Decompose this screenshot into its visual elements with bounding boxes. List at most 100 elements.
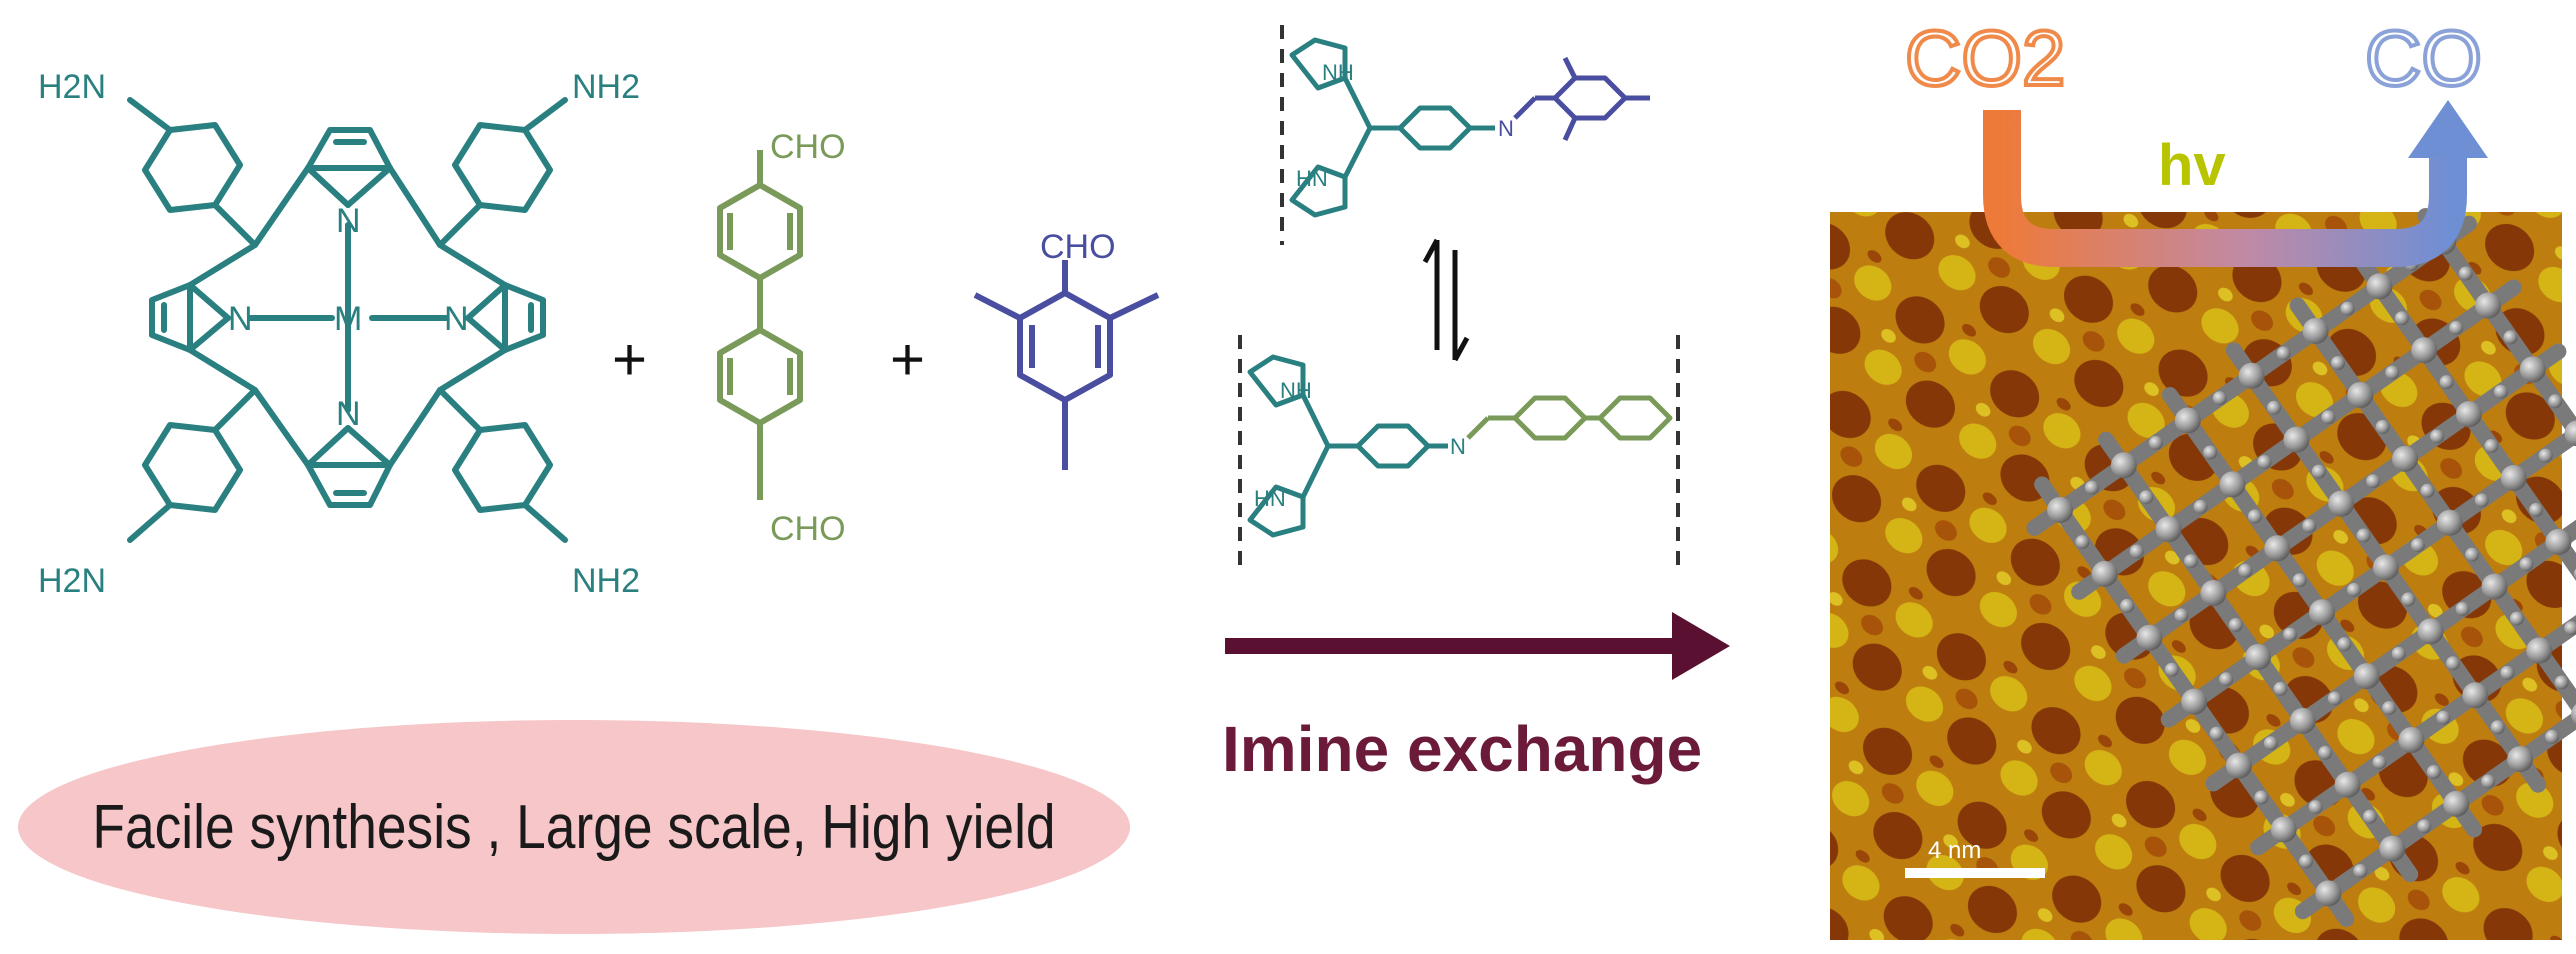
lattice-node bbox=[2391, 646, 2406, 661]
lattice-node bbox=[2193, 499, 2208, 514]
lattice-node bbox=[2356, 528, 2371, 543]
afm-image: 4 nm bbox=[1830, 208, 2576, 940]
lattice-node bbox=[2410, 538, 2425, 553]
lattice-node bbox=[2155, 516, 2182, 543]
lattice-node bbox=[2148, 435, 2163, 450]
lattice-node bbox=[2465, 547, 2480, 562]
lattice-node bbox=[2327, 691, 2342, 706]
lattice-node bbox=[2247, 509, 2262, 524]
lattice-node bbox=[2174, 608, 2189, 623]
imine-scheme-top: NH HN N bbox=[1280, 25, 1650, 245]
scheme-top-imine-n: N bbox=[1498, 116, 1514, 141]
lattice-node bbox=[2136, 624, 2163, 651]
lattice-node bbox=[2394, 311, 2409, 326]
lattice-node bbox=[2353, 863, 2368, 878]
lattice-node bbox=[2257, 455, 2272, 470]
nitrogen-bottom: N bbox=[336, 395, 361, 433]
lattice-node bbox=[2254, 790, 2269, 805]
lattice-node bbox=[2439, 375, 2454, 390]
lattice-node bbox=[2337, 637, 2352, 652]
lattice-node bbox=[2564, 621, 2576, 636]
lattice-node bbox=[2347, 381, 2374, 408]
biphenyl-dialdehyde bbox=[717, 150, 803, 500]
scheme-bottom-imine-n: N bbox=[1450, 434, 1466, 459]
metal-center: M bbox=[334, 300, 362, 338]
lattice-node bbox=[2545, 528, 2572, 555]
photoreduction-arrow bbox=[1983, 100, 2488, 267]
mesityl-aldehyde-label: CHO bbox=[1040, 228, 1116, 266]
lattice-node bbox=[2411, 337, 2438, 364]
plus-sign-2: + bbox=[890, 326, 925, 393]
lattice-node bbox=[2372, 554, 2399, 581]
amine-label-bottom-right: NH2 bbox=[572, 562, 640, 600]
lattice-node bbox=[2385, 365, 2400, 380]
lattice-node bbox=[2302, 318, 2329, 345]
nitrogen-right: N bbox=[444, 300, 469, 338]
lattice-node bbox=[2564, 420, 2576, 447]
lattice-node bbox=[2500, 464, 2527, 491]
lattice-node bbox=[2462, 682, 2489, 709]
lattice-node bbox=[2401, 592, 2416, 607]
lattice-node bbox=[2330, 355, 2345, 370]
lattice-node bbox=[2315, 880, 2342, 907]
lattice-node bbox=[2449, 320, 2464, 335]
scheme-bottom-hn: HN bbox=[1254, 486, 1286, 511]
lattice-node bbox=[2500, 665, 2515, 680]
lattice-node bbox=[2490, 720, 2505, 735]
lattice-node bbox=[2571, 704, 2576, 725]
lattice-node bbox=[2299, 854, 2314, 869]
lattice-node bbox=[2110, 452, 2137, 479]
lattice-node bbox=[2529, 502, 2544, 517]
lattice-node bbox=[2289, 707, 2316, 734]
nitrogen-top: N bbox=[336, 202, 361, 240]
lattice-node bbox=[2346, 582, 2361, 597]
lattice-node bbox=[2283, 627, 2298, 642]
lattice-node bbox=[2430, 429, 2445, 444]
reaction-arrow-label: Imine exchange bbox=[1222, 713, 1703, 785]
lattice-node bbox=[2507, 746, 2534, 773]
lattice-node bbox=[2426, 764, 2441, 779]
scheme-top-nh: NH bbox=[1322, 60, 1354, 85]
lattice-node bbox=[2519, 557, 2534, 572]
lattice-node bbox=[2212, 391, 2227, 406]
lattice-node bbox=[2455, 601, 2470, 616]
lattice-node bbox=[2436, 710, 2451, 725]
lattice-node bbox=[2245, 643, 2272, 670]
lattice-node bbox=[2120, 598, 2135, 613]
scheme-top-hn: HN bbox=[1296, 166, 1328, 191]
scale-bar bbox=[1905, 868, 2045, 878]
lattice-node bbox=[2340, 301, 2355, 316]
mesitaldehyde bbox=[973, 260, 1160, 470]
lattice-node bbox=[2474, 493, 2489, 508]
lattice-node bbox=[2366, 273, 2393, 300]
lattice-node bbox=[2164, 662, 2179, 677]
lattice-node bbox=[2047, 497, 2073, 523]
lattice-node bbox=[2203, 445, 2218, 460]
biphenyl-aldehyde-bottom: CHO bbox=[770, 510, 846, 548]
lattice-node bbox=[2379, 835, 2406, 862]
lattice-node bbox=[2264, 535, 2291, 562]
co-label: CO bbox=[2365, 14, 2482, 102]
scale-bar-label: 4 nm bbox=[1928, 837, 1981, 864]
lattice-node bbox=[2184, 554, 2199, 569]
lattice-node bbox=[2270, 816, 2297, 843]
lattice-node bbox=[2545, 729, 2560, 744]
lattice-node bbox=[2481, 573, 2508, 600]
lattice-node bbox=[2554, 675, 2569, 690]
lattice-node bbox=[2308, 800, 2323, 815]
lattice-node bbox=[2318, 745, 2333, 760]
lattice-node bbox=[2372, 755, 2387, 770]
lattice-node bbox=[2353, 663, 2380, 690]
lattice-node bbox=[2228, 617, 2243, 632]
lattice-node bbox=[2417, 618, 2444, 645]
lattice-node bbox=[2420, 483, 2435, 498]
lattice-node bbox=[2417, 819, 2432, 834]
lattice-node bbox=[2302, 518, 2317, 533]
porphyrin-monomer bbox=[127, 97, 568, 543]
caption-ellipse: Facile synthesis , Large scale, High yie… bbox=[18, 720, 1130, 934]
lattice-node bbox=[2075, 534, 2090, 549]
lattice-node bbox=[2446, 656, 2461, 671]
lattice-node bbox=[2238, 362, 2265, 389]
lattice-node bbox=[2200, 580, 2227, 607]
lattice-node bbox=[2382, 701, 2397, 716]
